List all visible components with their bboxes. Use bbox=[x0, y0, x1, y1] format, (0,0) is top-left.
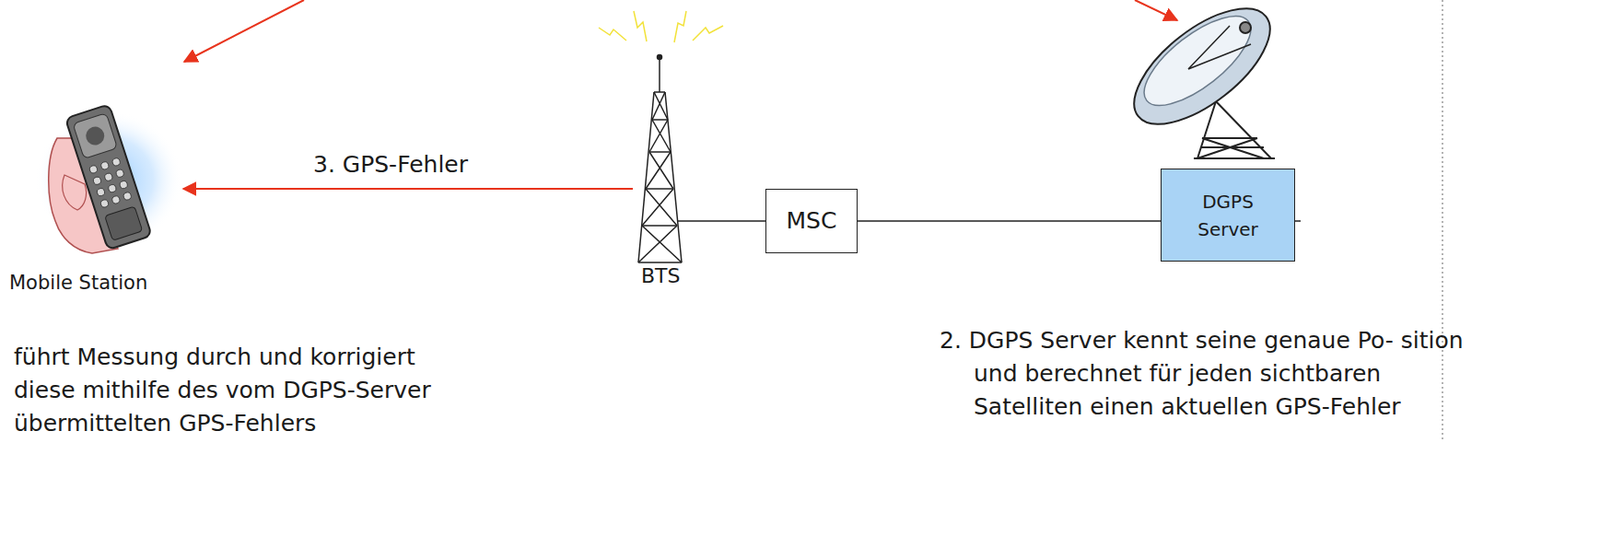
box-text: MSC bbox=[786, 203, 838, 239]
radio-waves bbox=[598, 11, 724, 43]
note-text: führt Messung durch und korrigiert diese… bbox=[13, 340, 475, 441]
process-box: MSC bbox=[765, 188, 858, 254]
wire bbox=[1295, 220, 1301, 222]
phone-icon bbox=[35, 104, 183, 254]
wire bbox=[677, 220, 766, 222]
box-text: DGPS Server bbox=[1181, 187, 1274, 244]
tower-icon bbox=[638, 55, 682, 264]
separator bbox=[1441, 0, 1444, 443]
device-label: Mobile Station bbox=[9, 270, 148, 296]
connector-line bbox=[857, 220, 1161, 222]
device-label: BTS bbox=[641, 262, 681, 290]
signal-arrow bbox=[184, 0, 304, 62]
signal-arrow bbox=[183, 187, 633, 190]
server-box: DGPS Server bbox=[1160, 168, 1296, 262]
note-text: 2. DGPS Server kennt seine genaue Po- si… bbox=[939, 324, 1479, 424]
signal-arrow bbox=[1134, 0, 1178, 21]
arrow-label: 3. GPS-Fehler bbox=[313, 149, 468, 180]
dish-antenna bbox=[1115, 0, 1289, 159]
